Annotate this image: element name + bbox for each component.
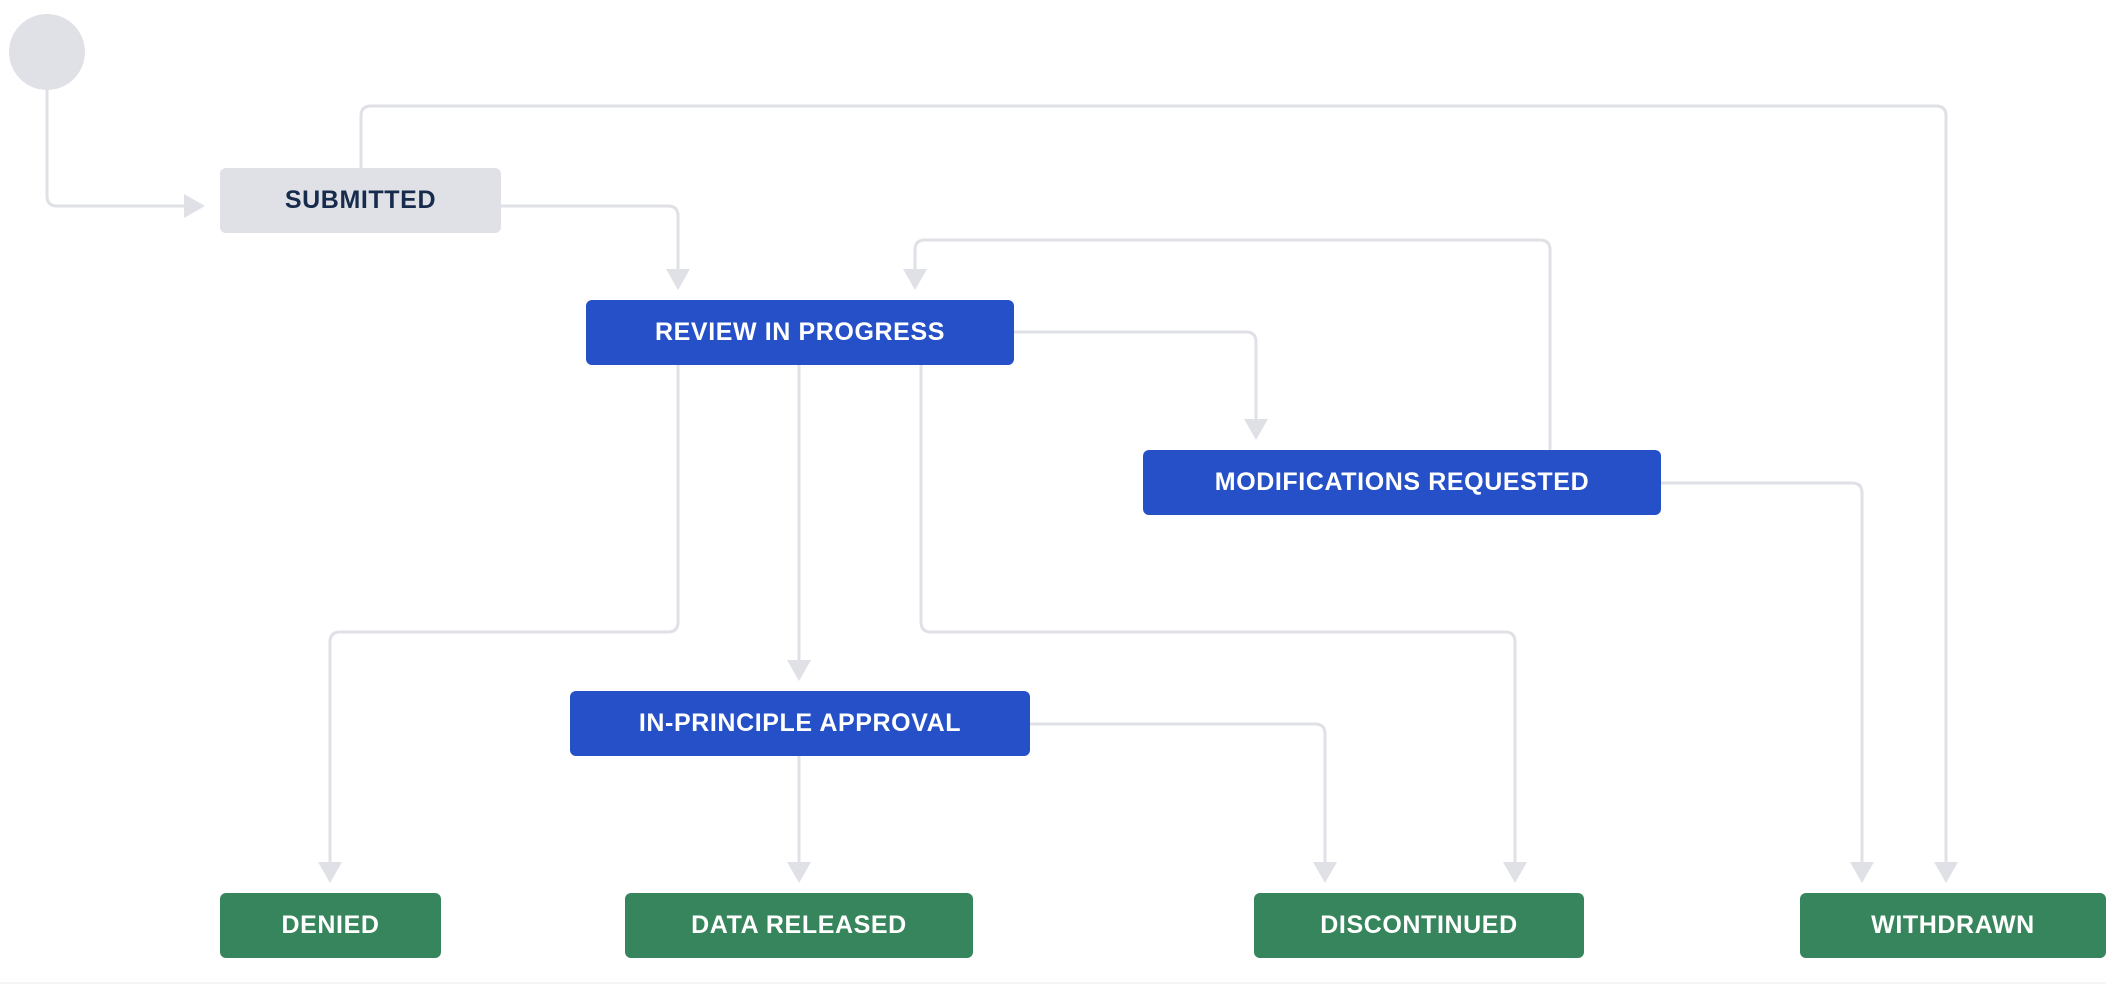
node-review-in-progress-label: REVIEW IN PROGRESS <box>655 318 945 346</box>
node-modifications-requested[interactable]: MODIFICATIONS REQUESTED <box>1143 450 1661 515</box>
node-withdrawn[interactable]: WITHDRAWN <box>1800 893 2106 958</box>
node-in-principle-approval-box[interactable] <box>570 691 1030 756</box>
edge-modifications-to-withdrawn <box>1659 481 1864 863</box>
edge-review-to-modifications <box>1012 330 1258 420</box>
edge-start-to-submitted <box>45 88 190 208</box>
nodes-layer: SUBMITTED REVIEW IN PROGRESS MODIFICATIONS… <box>220 168 2106 958</box>
arrow-in-principle-icon <box>787 660 811 681</box>
node-denied-box[interactable] <box>220 893 441 958</box>
node-discontinued-box[interactable] <box>1254 893 1584 958</box>
node-in-principle-approval[interactable]: IN-PRINCIPLE APPROVAL <box>570 691 1030 756</box>
start-node[interactable] <box>9 14 85 90</box>
arrow-submitted-icon <box>184 194 205 218</box>
node-denied[interactable]: DENIED <box>220 893 441 958</box>
node-denied-label: DENIED <box>281 911 379 939</box>
canvas-bottom-divider <box>0 982 2106 984</box>
node-data-released-label: DATA RELEASED <box>691 911 907 939</box>
arrow-discontinued-b-icon <box>1503 862 1527 883</box>
arrowheads-layer <box>184 194 1958 883</box>
node-submitted-label: SUBMITTED <box>285 186 436 214</box>
edge-in-principle-to-discontinued <box>1028 722 1327 863</box>
arrow-withdrawn-b-icon <box>1934 862 1958 883</box>
arrow-discontinued-a-icon <box>1313 862 1337 883</box>
arrow-modifications-icon <box>1244 419 1268 440</box>
node-review-in-progress-box[interactable] <box>586 300 1014 365</box>
arrow-data-released-icon <box>787 862 811 883</box>
node-modifications-requested-box[interactable] <box>1143 450 1661 515</box>
arrow-review-loop-icon <box>903 269 927 290</box>
node-discontinued[interactable]: DISCONTINUED <box>1254 893 1584 958</box>
edge-modifications-to-review <box>913 238 1552 452</box>
node-modifications-requested-label: MODIFICATIONS REQUESTED <box>1215 468 1589 496</box>
edge-submitted-to-withdrawn <box>359 104 1948 863</box>
edge-review-to-denied <box>328 363 680 863</box>
edge-review-to-discontinued <box>919 363 1517 863</box>
node-data-released[interactable]: DATA RELEASED <box>625 893 973 958</box>
node-data-released-box[interactable] <box>625 893 973 958</box>
node-review-in-progress[interactable]: REVIEW IN PROGRESS <box>586 300 1014 365</box>
node-withdrawn-label: WITHDRAWN <box>1871 911 2035 939</box>
node-submitted-box[interactable] <box>220 168 501 233</box>
node-discontinued-label: DISCONTINUED <box>1320 911 1517 939</box>
arrow-withdrawn-a-icon <box>1850 862 1874 883</box>
edges-layer <box>45 88 1948 863</box>
node-withdrawn-box[interactable] <box>1800 893 2106 958</box>
edge-submitted-to-review <box>499 204 680 270</box>
node-submitted[interactable]: SUBMITTED <box>220 168 501 233</box>
arrow-review-top-icon <box>666 269 690 290</box>
node-in-principle-approval-label: IN-PRINCIPLE APPROVAL <box>639 709 961 737</box>
start-node-layer <box>9 14 85 90</box>
arrow-denied-icon <box>318 862 342 883</box>
